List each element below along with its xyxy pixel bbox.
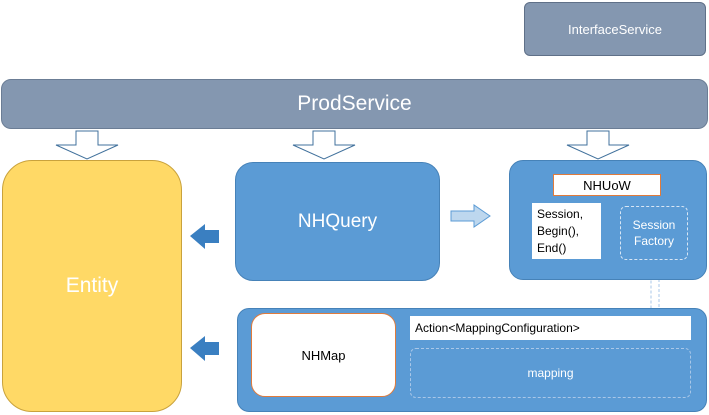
session-method-line: Begin(), [537,224,580,238]
down-arrow-to-entity [55,130,119,160]
down-arrow-to-nhuow [566,130,630,160]
nhquery-label: NHQuery [297,210,378,232]
interface-service-box: InterfaceService [524,2,706,56]
session-method-line: End() [537,241,567,255]
nhmap-box: NHMap [251,313,396,397]
right-arrow-nhquery-to-nhuow [450,204,491,228]
entity-box: Entity [2,160,182,412]
down-arrow-to-nhquery [292,130,356,160]
interface-service-label: InterfaceService [568,21,662,37]
mapping-box: mapping [410,348,691,398]
mapping-label: mapping [527,366,574,380]
prod-service-box: ProdService [1,79,708,129]
nhquery-box: NHQuery [235,162,440,281]
session-factory-line: Factory [633,234,674,248]
entity-label: Entity [65,274,119,297]
session-factory-line: Session [632,218,676,232]
nhuow-label: NHUoW [553,174,661,196]
nhmap-label: NHMap [301,347,346,363]
session-factory-box: Session Factory [620,206,688,260]
session-method-line: Session, [537,207,584,221]
left-arrow-nhmap-to-entity [190,336,219,361]
left-arrow-nhquery-to-entity [190,224,219,249]
prod-service-label: ProdService [297,92,412,115]
action-mapping-configuration-box: Action<MappingConfiguration> [410,316,691,340]
action-mapping-configuration-label: Action<MappingConfiguration> [415,321,580,335]
session-methods-box: Session, Begin(), End() [532,203,601,259]
nhuow-label-text: NHUoW [583,177,631,193]
